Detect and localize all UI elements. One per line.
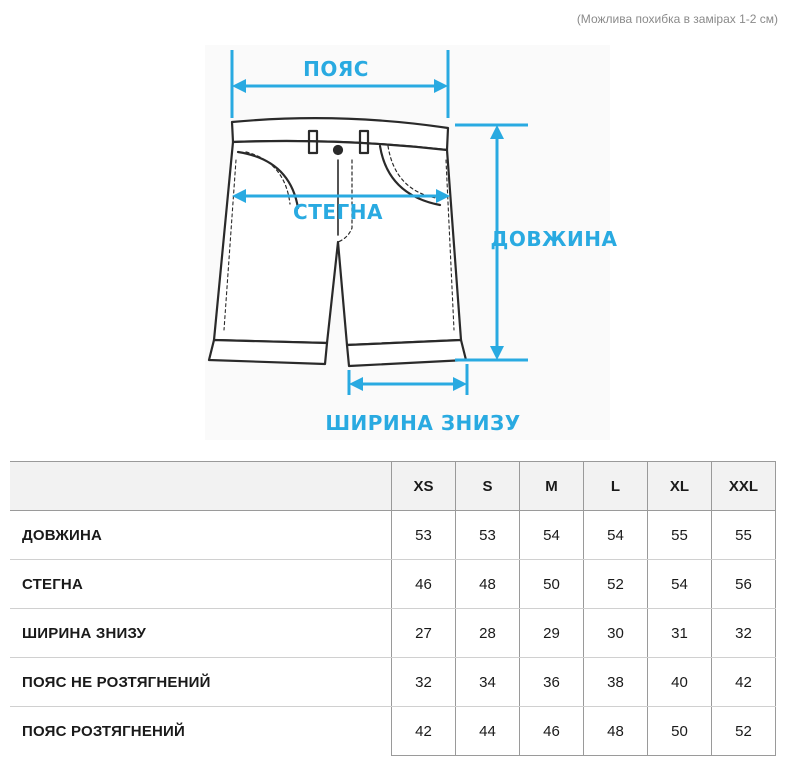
hips-label: СТЕГНА: [293, 200, 383, 224]
table-row: ШИРИНА ЗНИЗУ 27 28 29 30 31 32: [10, 608, 776, 658]
length-label: ДОВЖИНА: [491, 227, 618, 251]
hem-width-label: ШИРИНА ЗНИЗУ: [325, 411, 520, 435]
size-header-row: XS S M L XL XXL: [10, 461, 776, 511]
size-header-xl: XL: [647, 461, 712, 511]
table-cell: 53: [391, 510, 456, 560]
table-cell: 52: [711, 706, 776, 756]
table-cell: 54: [583, 510, 648, 560]
table-row: СТЕГНА 46 48 50 52 54 56: [10, 559, 776, 609]
table-cell: 54: [519, 510, 584, 560]
size-header-xs: XS: [391, 461, 456, 511]
row-label: ДОВЖИНА: [10, 510, 392, 560]
table-cell: 50: [647, 706, 712, 756]
row-label: ПОЯС НЕ РОЗТЯГНЕНИЙ: [10, 657, 392, 707]
row-label: СТЕГНА: [10, 559, 392, 609]
measurement-guides: [230, 50, 528, 395]
table-cell: 34: [455, 657, 520, 707]
table-row: ДОВЖИНА 53 53 54 54 55 55: [10, 510, 776, 560]
table-cell: 40: [647, 657, 712, 707]
table-cell: 30: [583, 608, 648, 658]
table-cell: 50: [519, 559, 584, 609]
table-cell: 42: [391, 706, 456, 756]
table-cell: 31: [647, 608, 712, 658]
table-cell: 48: [455, 559, 520, 609]
table-cell: 29: [519, 608, 584, 658]
table-cell: 38: [583, 657, 648, 707]
table-cell: 44: [455, 706, 520, 756]
size-header-s: S: [455, 461, 520, 511]
table-cell: 56: [711, 559, 776, 609]
table-cell: 55: [647, 510, 712, 560]
table-cell: 28: [455, 608, 520, 658]
shorts-illustration: [207, 117, 468, 368]
size-header-l: L: [583, 461, 648, 511]
table-row: ПОЯС РОЗТЯГНЕНИЙ 42 44 46 48 50 52: [10, 706, 776, 756]
table-cell: 46: [391, 559, 456, 609]
table-cell: 53: [455, 510, 520, 560]
table-cell: 54: [647, 559, 712, 609]
table-cell: 27: [391, 608, 456, 658]
waist-label: ПОЯС: [303, 57, 369, 81]
size-header-m: M: [519, 461, 584, 511]
size-header-xxl: XXL: [711, 461, 776, 511]
table-row: ПОЯС НЕ РОЗТЯГНЕНИЙ 32 34 36 38 40 42: [10, 657, 776, 707]
table-cell: 32: [391, 657, 456, 707]
measurement-error-note: (Можлива похибка в замірах 1-2 см): [576, 12, 778, 26]
table-cell: 46: [519, 706, 584, 756]
table-cell: 32: [711, 608, 776, 658]
row-label: ПОЯС РОЗТЯГНЕНИЙ: [22, 722, 186, 740]
size-chart-table: XS S M L XL XXL ДОВЖИНА 53 53 54 54 55 5…: [10, 461, 776, 756]
table-cell: 48: [583, 706, 648, 756]
shorts-measurement-diagram: ПОЯС СТЕГНА ДОВЖИНА ШИРИНА ЗНИЗУ: [207, 50, 618, 435]
row-label: ШИРИНА ЗНИЗУ: [10, 608, 392, 658]
table-cell: 42: [711, 657, 776, 707]
table-cell: 55: [711, 510, 776, 560]
table-cell: 36: [519, 657, 584, 707]
table-cell: 52: [583, 559, 648, 609]
table-corner-cell: [10, 461, 392, 511]
